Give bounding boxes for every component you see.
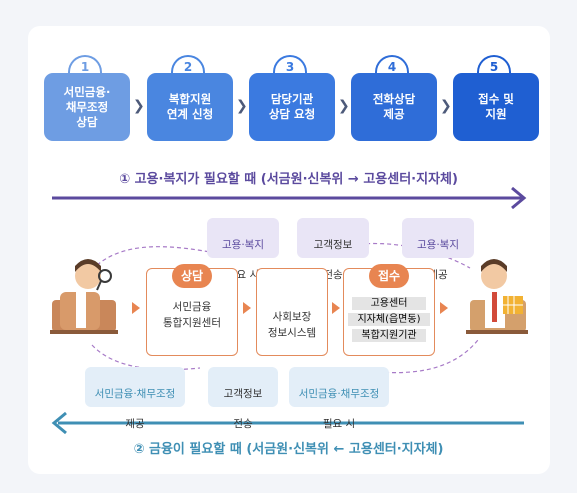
caption-finance: ② 금융이 필요할 때 (서금원·신복위 ← 고용센터·지자체) — [133, 442, 444, 457]
arrow-right-icon — [440, 302, 448, 314]
org-employment-center: 고용센터 — [352, 297, 426, 310]
bubble-line1: 고용·복지 — [417, 239, 459, 251]
chevron-right-icon: ❯ — [133, 98, 145, 114]
bubble-line2: 필요 시 — [322, 418, 356, 430]
bubble-employment-welfare-provide: 고용·복지 제공 — [402, 218, 474, 281]
social-security-system-label: 사회보장 정보시스템 — [267, 311, 317, 339]
step-2-box: 복합지원 연계 신청 — [147, 73, 233, 141]
bubble-customer-info-send-top: 고객정보 전송 — [297, 218, 369, 281]
receive-tag: 접수 — [369, 264, 409, 288]
step-1-number: 1 — [68, 55, 102, 77]
bubble-line1: 고객정보 — [313, 239, 353, 251]
org-local-government: 지자체(읍면동) — [348, 313, 430, 326]
step-3-box: 담당기관 상담 요청 — [249, 73, 335, 141]
chevron-right-icon: ❯ — [440, 98, 452, 114]
step-1-label: 서민금융· 채무조정 상담 — [63, 84, 111, 129]
arrow-right-icon — [332, 302, 340, 314]
bubble-line2: 전송 — [323, 269, 343, 281]
step-4-box: 전화상담 제공 — [351, 73, 437, 141]
step-5-box: 접수 및 지원 — [453, 73, 539, 141]
counsel-tag: 상담 — [172, 264, 212, 288]
chevron-right-icon: ❯ — [338, 98, 350, 114]
step-5-number: 5 — [477, 55, 511, 77]
bubble-finance-needed: 서민금융·채무조정 필요 시 — [289, 367, 389, 430]
receive-box: 고용센터 지자체(읍면동) 복합지원기관 — [343, 268, 435, 356]
arrow-right-icon — [132, 302, 140, 314]
step-2-number: 2 — [171, 55, 205, 77]
step-5-label: 접수 및 지원 — [478, 92, 514, 121]
step-4-label: 전화상담 제공 — [372, 92, 416, 121]
arrow-right-icon — [243, 302, 251, 314]
bubble-employment-welfare-needed: 고용·복지 필요 시 — [207, 218, 279, 281]
bubble-customer-info-send-bottom: 고객정보 전송 — [208, 367, 278, 430]
bubble-line1: 고용·복지 — [222, 239, 264, 251]
bubble-line2: 전송 — [233, 418, 253, 430]
counsel-center-label: 서민금융 통합지원센터 — [163, 301, 221, 329]
step-1-box: 서민금융· 채무조정 상담 — [44, 73, 130, 141]
bubble-line1: 고객정보 — [223, 388, 263, 400]
bubble-line1: 서민금융·채무조정 — [94, 388, 176, 400]
org-complex-support: 복합지원기관 — [352, 329, 426, 342]
step-3-number: 3 — [273, 55, 307, 77]
caption-employment-welfare: ① 고용·복지가 필요할 때 (서금원·신복위 → 고용센터·지자체) — [119, 172, 458, 187]
step-2-label: 복합지원 연계 신청 — [166, 92, 214, 121]
bubble-finance-provide: 서민금융·채무조정 제공 — [85, 367, 185, 430]
chevron-right-icon: ❯ — [236, 98, 248, 114]
bubble-line2: 제공 — [125, 418, 145, 430]
social-security-system-box: 사회보장 정보시스템 — [256, 268, 328, 356]
step-3-label: 담당기관 상담 요청 — [268, 92, 316, 121]
step-4-number: 4 — [375, 55, 409, 77]
bubble-line1: 서민금융·채무조정 — [298, 388, 380, 400]
